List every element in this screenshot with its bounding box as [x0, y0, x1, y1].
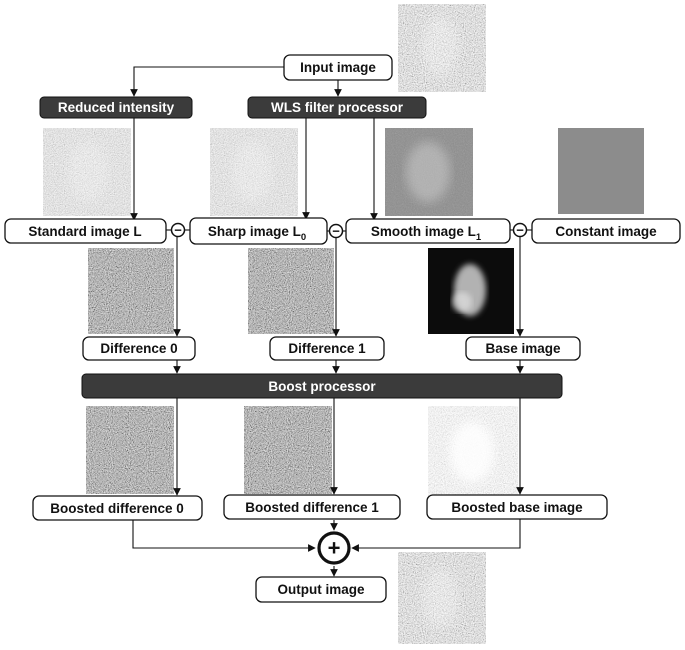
minus-operator-0: − — [170, 223, 186, 238]
minus-operator-1: − — [328, 224, 344, 239]
thumb-input-image — [398, 4, 486, 92]
node-boosted-difference-1: Boosted difference 1 — [223, 494, 401, 520]
node-boosted-base-image-label: Boosted base image — [451, 500, 583, 515]
minus-operator-2-symbol: − — [516, 223, 524, 238]
plus-operator: + — [317, 531, 351, 565]
node-constant-image: Constant image — [531, 218, 681, 244]
node-boosted-difference-0-label: Boosted difference 0 — [50, 501, 184, 516]
node-standard-image: Standard image L — [4, 218, 167, 244]
thumb-difference-1 — [248, 248, 334, 334]
node-input-image: Input image — [283, 54, 393, 81]
node-output-image-label: Output image — [278, 582, 365, 597]
thumb-reduced-intensity — [43, 128, 131, 216]
thumb-boosted-base-image — [428, 406, 518, 496]
plus-operator-symbol: + — [328, 536, 341, 561]
node-difference-0: Difference 0 — [82, 336, 196, 361]
thumb-constant-image — [558, 128, 644, 214]
node-reduced-intensity: Reduced intensity — [39, 96, 193, 119]
node-reduced-intensity-label: Reduced intensity — [58, 100, 175, 115]
node-difference-1-label: Difference 1 — [288, 341, 366, 356]
node-boost-processor: Boost processor — [81, 373, 563, 399]
node-boosted-difference-0: Boosted difference 0 — [32, 495, 203, 521]
thumb-smooth-image — [385, 128, 473, 216]
node-sharp-image-subscript: 0 — [301, 232, 306, 243]
node-wls-filter-processor: WLS filter processor — [247, 96, 427, 119]
node-boosted-difference-1-label: Boosted difference 1 — [245, 500, 379, 515]
thumb-sharp-image — [210, 128, 298, 216]
node-base-image: Base image — [465, 336, 581, 361]
node-smooth-image-label: Smooth image L1 — [371, 224, 482, 243]
node-standard-image-label: Standard image L — [28, 224, 141, 239]
node-difference-1: Difference 1 — [269, 336, 385, 361]
node-wls-filter-processor-label: WLS filter processor — [271, 100, 404, 115]
thumb-difference-0 — [88, 248, 174, 334]
connectors — [130, 66, 532, 577]
node-sharp-image: Sharp image L0 — [189, 217, 328, 245]
node-boosted-base-image: Boosted base image — [426, 494, 608, 520]
thumb-base-image — [428, 248, 514, 334]
node-difference-0-label: Difference 0 — [100, 341, 177, 356]
minus-operator-1-symbol: − — [332, 224, 340, 239]
node-constant-image-label: Constant image — [555, 224, 657, 239]
thumb-boosted-difference-1 — [244, 406, 332, 494]
node-boost-processor-label: Boost processor — [268, 379, 376, 394]
node-output-image: Output image — [255, 576, 387, 603]
node-sharp-image-label: Sharp image L0 — [208, 224, 306, 243]
minus-operator-0-symbol: − — [174, 223, 182, 238]
thumb-output-image — [398, 552, 486, 644]
node-smooth-image-subscript: 1 — [476, 232, 482, 243]
node-input-image-label: Input image — [300, 60, 376, 75]
node-smooth-image: Smooth image L1 — [345, 218, 511, 244]
thumb-boosted-difference-0 — [86, 406, 174, 494]
node-base-image-label: Base image — [485, 341, 561, 356]
minus-operator-2: − — [512, 223, 528, 238]
